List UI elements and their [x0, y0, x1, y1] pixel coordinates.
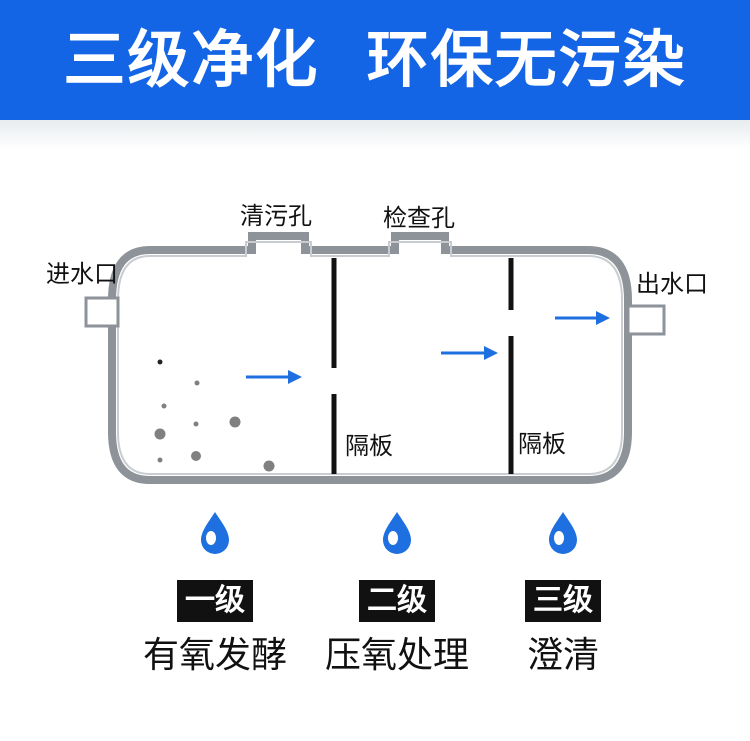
water-drop-icon — [383, 512, 411, 554]
stage-1-desc: 有氧发酵 — [142, 635, 287, 676]
banner-title: 三级净化 环保无污染 — [63, 23, 687, 96]
sediment-particles — [154, 359, 275, 472]
banner — [0, 0, 750, 120]
particle — [191, 451, 201, 461]
inspection-hole-label: 检查孔 — [383, 204, 455, 232]
particle — [194, 380, 200, 386]
particle — [193, 421, 199, 427]
partition-2-label: 隔板 — [518, 430, 566, 458]
cleanout-hole-label: 清污孔 — [240, 202, 312, 230]
stage-3-badge: 三级 — [525, 580, 601, 622]
particle — [263, 460, 275, 472]
particle — [157, 457, 163, 463]
tank-inner-outline — [117, 241, 623, 475]
outlet-pipe — [626, 304, 666, 336]
outlet-label: 出水口 — [636, 270, 708, 298]
arrow-right-icon — [441, 346, 498, 360]
stage-3-desc: 澄清 — [526, 635, 599, 676]
arrow-right-icon — [246, 370, 302, 384]
stage-1: 一级 有氧发酵 — [135, 580, 295, 678]
stage-1-badge: 一级 — [177, 580, 253, 622]
stage-2: 二级 压氧处理 — [317, 580, 477, 678]
particle — [154, 428, 166, 440]
partition-1-label: 隔板 — [345, 432, 393, 460]
particle — [161, 403, 167, 409]
particle — [229, 416, 241, 428]
stage-2-badge: 二级 — [359, 580, 435, 622]
inlet-label: 进水口 — [46, 260, 118, 288]
stage-2-desc: 压氧处理 — [324, 635, 469, 676]
stage-3: 三级 澄清 — [483, 580, 643, 678]
inlet-pipe — [84, 296, 120, 328]
banner-shadow — [0, 120, 750, 150]
water-drop-icon — [549, 512, 577, 554]
particle — [157, 359, 163, 365]
water-drop-icon — [201, 512, 229, 554]
tank-outline — [108, 232, 632, 484]
arrow-right-icon — [555, 311, 610, 325]
